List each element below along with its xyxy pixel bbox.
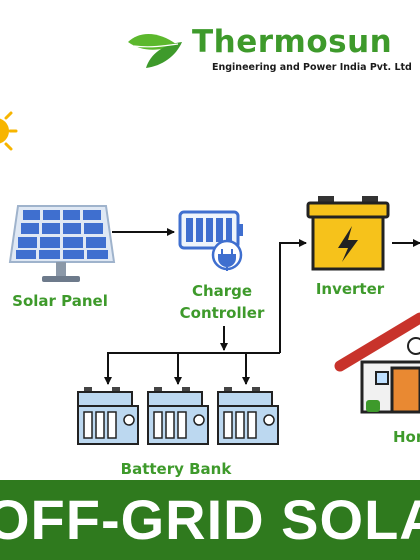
bus-line — [107, 352, 280, 378]
banner-title: OFF-GRID SOLAR — [0, 488, 420, 551]
label-charge-controller-line2: Controller — [179, 304, 265, 322]
label-charge-controller-line1: Charge — [191, 282, 253, 300]
sun-icon — [0, 111, 18, 151]
brand-tagline: Engineering and Power India Pvt. Ltd — [212, 62, 412, 73]
label-inverter: Inverter — [315, 280, 385, 298]
leaf-logo-icon — [128, 33, 182, 68]
house-icon — [334, 312, 420, 414]
charge-controller-icon — [178, 210, 243, 271]
label-solar-panel: Solar Panel — [12, 292, 108, 310]
label-home: Hom — [393, 428, 420, 446]
label-battery-bank: Battery Bank — [120, 460, 232, 478]
inverter-icon — [306, 196, 390, 271]
brand-name: Thermosun — [192, 24, 393, 60]
solar-panel-icon — [8, 205, 116, 282]
connector-lines — [104, 228, 420, 385]
label-charge-controller: Charge Controller — [172, 280, 272, 324]
title-banner: OFF-GRID SOLAR — [0, 480, 420, 560]
battery-icon — [77, 387, 279, 445]
arrow-to-inverter — [279, 239, 307, 353]
